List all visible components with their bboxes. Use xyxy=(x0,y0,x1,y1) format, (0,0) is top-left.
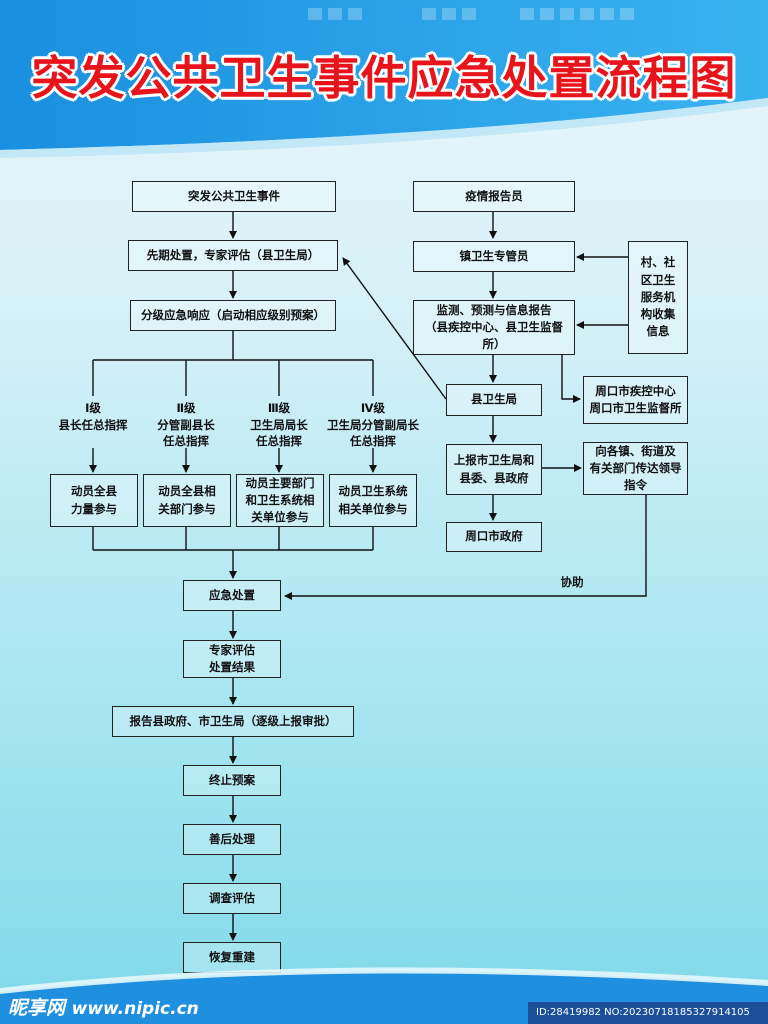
level-2-label: Ⅱ级 分管副县长 任总指挥 xyxy=(157,401,215,449)
logo-url: www.nipic.cn xyxy=(71,999,199,1019)
investigation-box: 调查评估 xyxy=(183,883,281,914)
report-up-box: 上报市卫生局和 县委、县政府 xyxy=(446,444,542,495)
city-government-box: 周口市政府 xyxy=(446,522,542,552)
mobilize-level-4-box: 动员卫生系统 相关单位参与 xyxy=(329,474,417,527)
village-info-box: 村、社 区卫生 服务机 构收集 信息 xyxy=(628,241,688,354)
mobilize-level-1-box: 动员全县 力量参与 xyxy=(50,474,138,527)
site-logo: 昵享网 www.nipic.cn xyxy=(8,993,199,1020)
monitoring-box: 监测、预测与信息报告 （县疾控中心、县卫生监督所） xyxy=(413,300,575,355)
image-id-bar: ID:28419982 NO:20230718185327914105 xyxy=(528,1002,768,1024)
level-3-label: Ⅲ级 卫生局局长 任总指挥 xyxy=(250,401,308,449)
graded-response-box: 分级应急响应（启动相应级别预案） xyxy=(130,300,336,331)
page-title: 突发公共卫生事件应急处置流程图 xyxy=(31,51,737,105)
terminate-plan-box: 终止预案 xyxy=(183,765,281,796)
level-1-label: Ⅰ级 县长任总指挥 xyxy=(58,401,128,432)
reporter-box: 疫情报告员 xyxy=(413,181,575,212)
header-band xyxy=(0,0,768,158)
expert-result-box: 专家评估 处置结果 xyxy=(183,640,281,678)
aftermath-box: 善后处理 xyxy=(183,824,281,855)
emergency-response-box: 应急处置 xyxy=(183,580,281,611)
logo-text: 昵享网 xyxy=(8,997,66,1019)
assist-label: 协助 xyxy=(560,575,584,589)
notify-box: 向各镇、街道及 有关部门传达领导 指令 xyxy=(583,442,688,495)
town-admin-box: 镇卫生专管员 xyxy=(413,241,575,272)
mobilize-level-2-box: 动员全县相 关部门参与 xyxy=(143,474,231,527)
rebuild-box: 恢复重建 xyxy=(183,942,281,973)
initial-response-box: 先期处置，专家评估（县卫生局） xyxy=(128,240,338,271)
report-government-box: 报告县政府、市卫生局（逐级上报审批） xyxy=(112,706,354,737)
city-cdc-box: 周口市疾控中心 周口市卫生监督所 xyxy=(583,376,688,424)
level-4-label: Ⅳ级 卫生局分管副局长 任总指挥 xyxy=(327,401,419,449)
mobilize-level-3-box: 动员主要部门 和卫生系统相 关单位参与 xyxy=(236,474,324,527)
event-box: 突发公共卫生事件 xyxy=(132,181,336,212)
county-bureau-box: 县卫生局 xyxy=(446,384,542,416)
